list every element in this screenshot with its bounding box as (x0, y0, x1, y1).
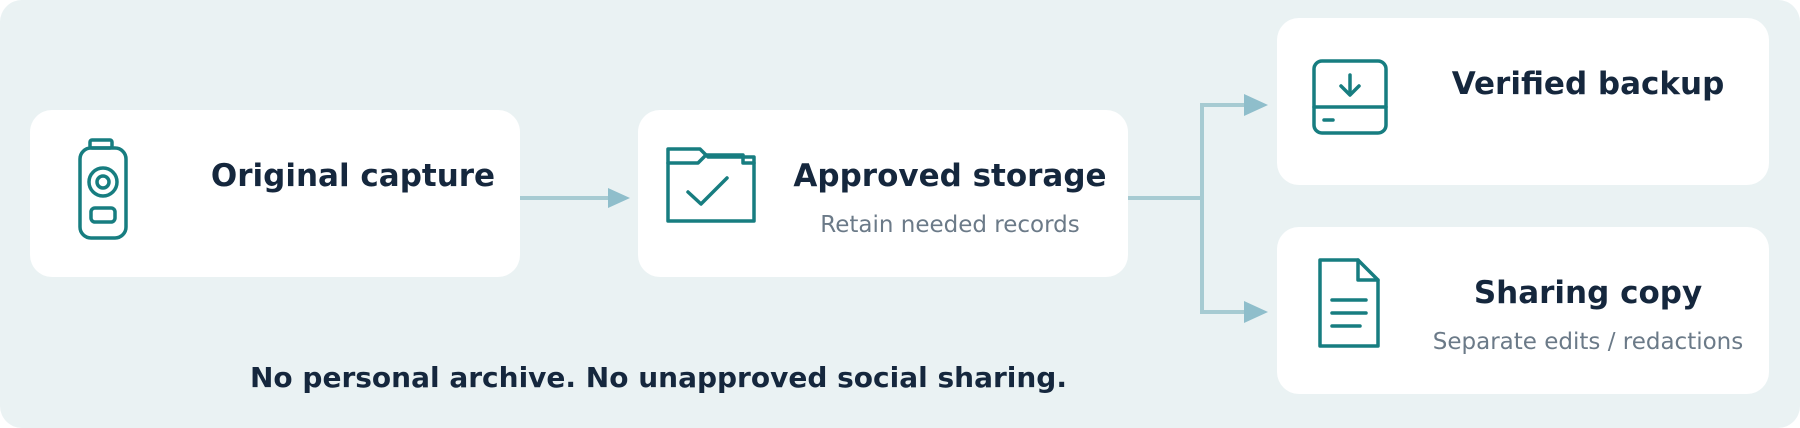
arrowhead-storage (608, 188, 630, 208)
node-approved-storage: Approved storage Retain needed records (638, 110, 1128, 277)
node-title: Sharing copy (1473, 275, 1703, 311)
footer-note: No personal archive. No unapproved socia… (250, 361, 1067, 394)
node-sharing-copy: Sharing copy Separate edits / redactions (1277, 227, 1769, 394)
arrowhead-sharing (1244, 301, 1268, 323)
arrowhead-backup (1244, 94, 1268, 116)
node-title: Original capture (210, 158, 496, 194)
node-title: Verified backup (1451, 66, 1725, 102)
document-icon (1318, 258, 1380, 348)
body-camera-icon (78, 138, 128, 240)
node-original-capture: Original capture (30, 110, 520, 277)
folder-check-icon (666, 147, 756, 223)
edge-storage-to-sharing (1200, 198, 1246, 314)
node-subtitle: Separate edits / redactions (1432, 329, 1744, 355)
edge-storage-to-backup (1128, 103, 1246, 200)
node-title: Approved storage (793, 158, 1107, 194)
node-verified-backup: Verified backup (1277, 18, 1769, 185)
node-subtitle: Retain needed records (820, 212, 1080, 238)
backup-drive-icon (1312, 59, 1388, 135)
